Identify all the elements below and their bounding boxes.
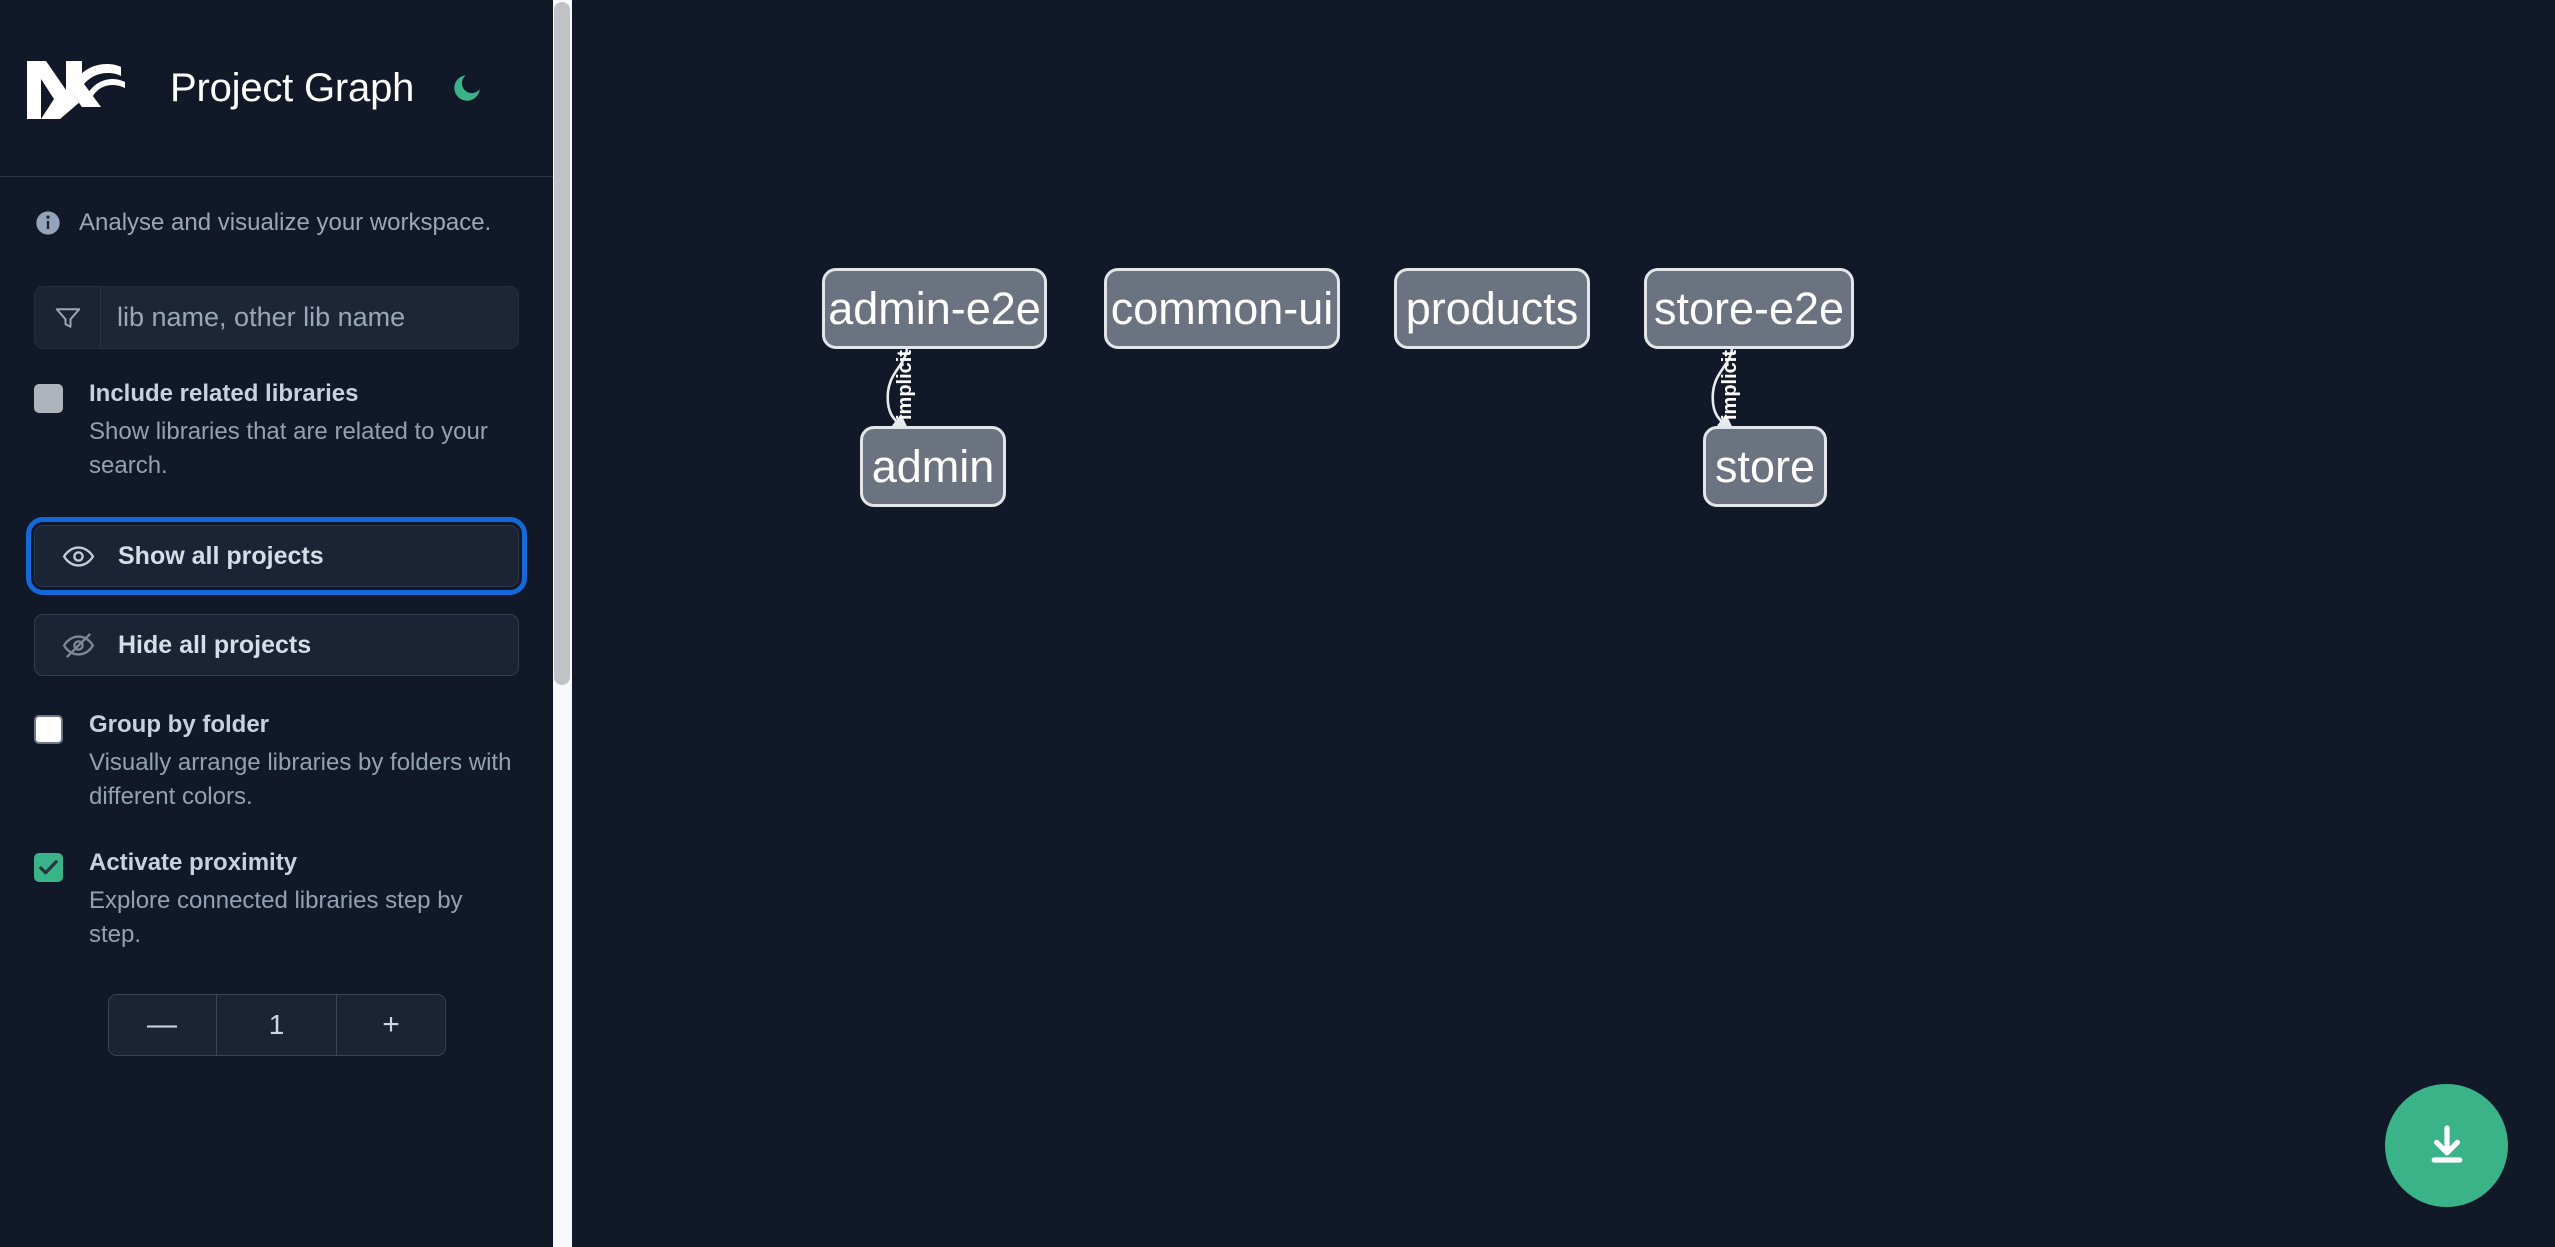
include-related-libraries-checkbox[interactable] (34, 384, 63, 413)
edge-label-admin-e2e-to-admin: implicit (894, 349, 916, 420)
eye-icon (62, 546, 95, 567)
download-button[interactable] (2385, 1084, 2508, 1207)
stepper-value: 1 (215, 995, 338, 1056)
activate-proximity-checkbox[interactable] (34, 853, 63, 883)
proximity-stepper-wrap: — 1 + (34, 994, 519, 1057)
search-input[interactable] (101, 287, 518, 348)
option-texts: Group by folder Visually arrange librari… (89, 710, 519, 814)
search-field[interactable] (34, 286, 519, 349)
hide-all-projects-button[interactable]: Hide all projects (34, 614, 519, 677)
page-title: Project Graph (170, 65, 415, 110)
graph-node-common-ui[interactable]: common-ui (1104, 268, 1340, 349)
hide-all-projects-label: Hide all projects (118, 630, 312, 659)
show-all-projects-label: Show all projects (118, 541, 324, 570)
filter-glyph (55, 307, 80, 328)
group-by-folder-checkbox[interactable] (34, 715, 63, 745)
proximity-stepper: — 1 + (107, 994, 446, 1057)
option-label: Activate proximity (89, 849, 298, 877)
option-include-related-libraries[interactable]: Include related libraries Show libraries… (34, 379, 519, 483)
moon-icon[interactable] (447, 68, 487, 108)
option-texts: Activate proximity Explore connected lib… (89, 848, 519, 952)
graph-node-admin[interactable]: admin (860, 426, 1006, 507)
option-group-by-folder[interactable]: Group by folder Visually arrange librari… (34, 710, 519, 814)
option-texts: Include related libraries Show libraries… (89, 379, 519, 483)
moon-glyph (454, 75, 480, 101)
option-label: Group by folder (89, 711, 269, 739)
sidebar-scrollbar-thumb[interactable] (554, 2, 570, 685)
filter-icon (35, 287, 101, 348)
tagline: Analyse and visualize your workspace. (34, 209, 519, 237)
sidebar-body: Analyse and visualize your workspace. In… (0, 209, 553, 1057)
option-description: Show libraries that are related to your … (89, 418, 488, 480)
show-all-projects-button[interactable]: Show all projects (26, 517, 527, 596)
graph-edges (886, 348, 1735, 433)
eye-off-icon (62, 632, 95, 658)
check-icon (39, 860, 58, 875)
graph-canvas[interactable]: implicit implicit admin-e2e admin common… (572, 0, 2555, 1247)
graph-node-store[interactable]: store (1703, 426, 1827, 507)
project-visibility-buttons: Show all projects Hide all projects (26, 517, 527, 677)
option-description: Visually arrange libraries by folders wi… (89, 749, 512, 811)
edge-label-store-e2e-to-store: implicit (1719, 349, 1741, 420)
stepper-increment-button[interactable]: + (337, 995, 445, 1056)
download-icon (2431, 1124, 2462, 1163)
stepper-decrement-button[interactable]: — (108, 995, 216, 1056)
option-label: Include related libraries (89, 380, 359, 407)
option-description: Explore connected libraries step by step… (89, 887, 463, 949)
graph-node-products[interactable]: products (1394, 268, 1590, 349)
tagline-text: Analyse and visualize your workspace. (79, 209, 492, 236)
info-icon (36, 211, 60, 235)
sidebar: Project Graph Analyse and visualize your… (0, 0, 553, 1247)
graph-node-admin-e2e[interactable]: admin-e2e (822, 268, 1047, 349)
option-activate-proximity[interactable]: Activate proximity Explore connected lib… (34, 848, 519, 952)
sidebar-header: Project Graph (0, 0, 553, 177)
nx-logo-icon (27, 61, 125, 119)
graph-node-store-e2e[interactable]: store-e2e (1644, 268, 1854, 349)
